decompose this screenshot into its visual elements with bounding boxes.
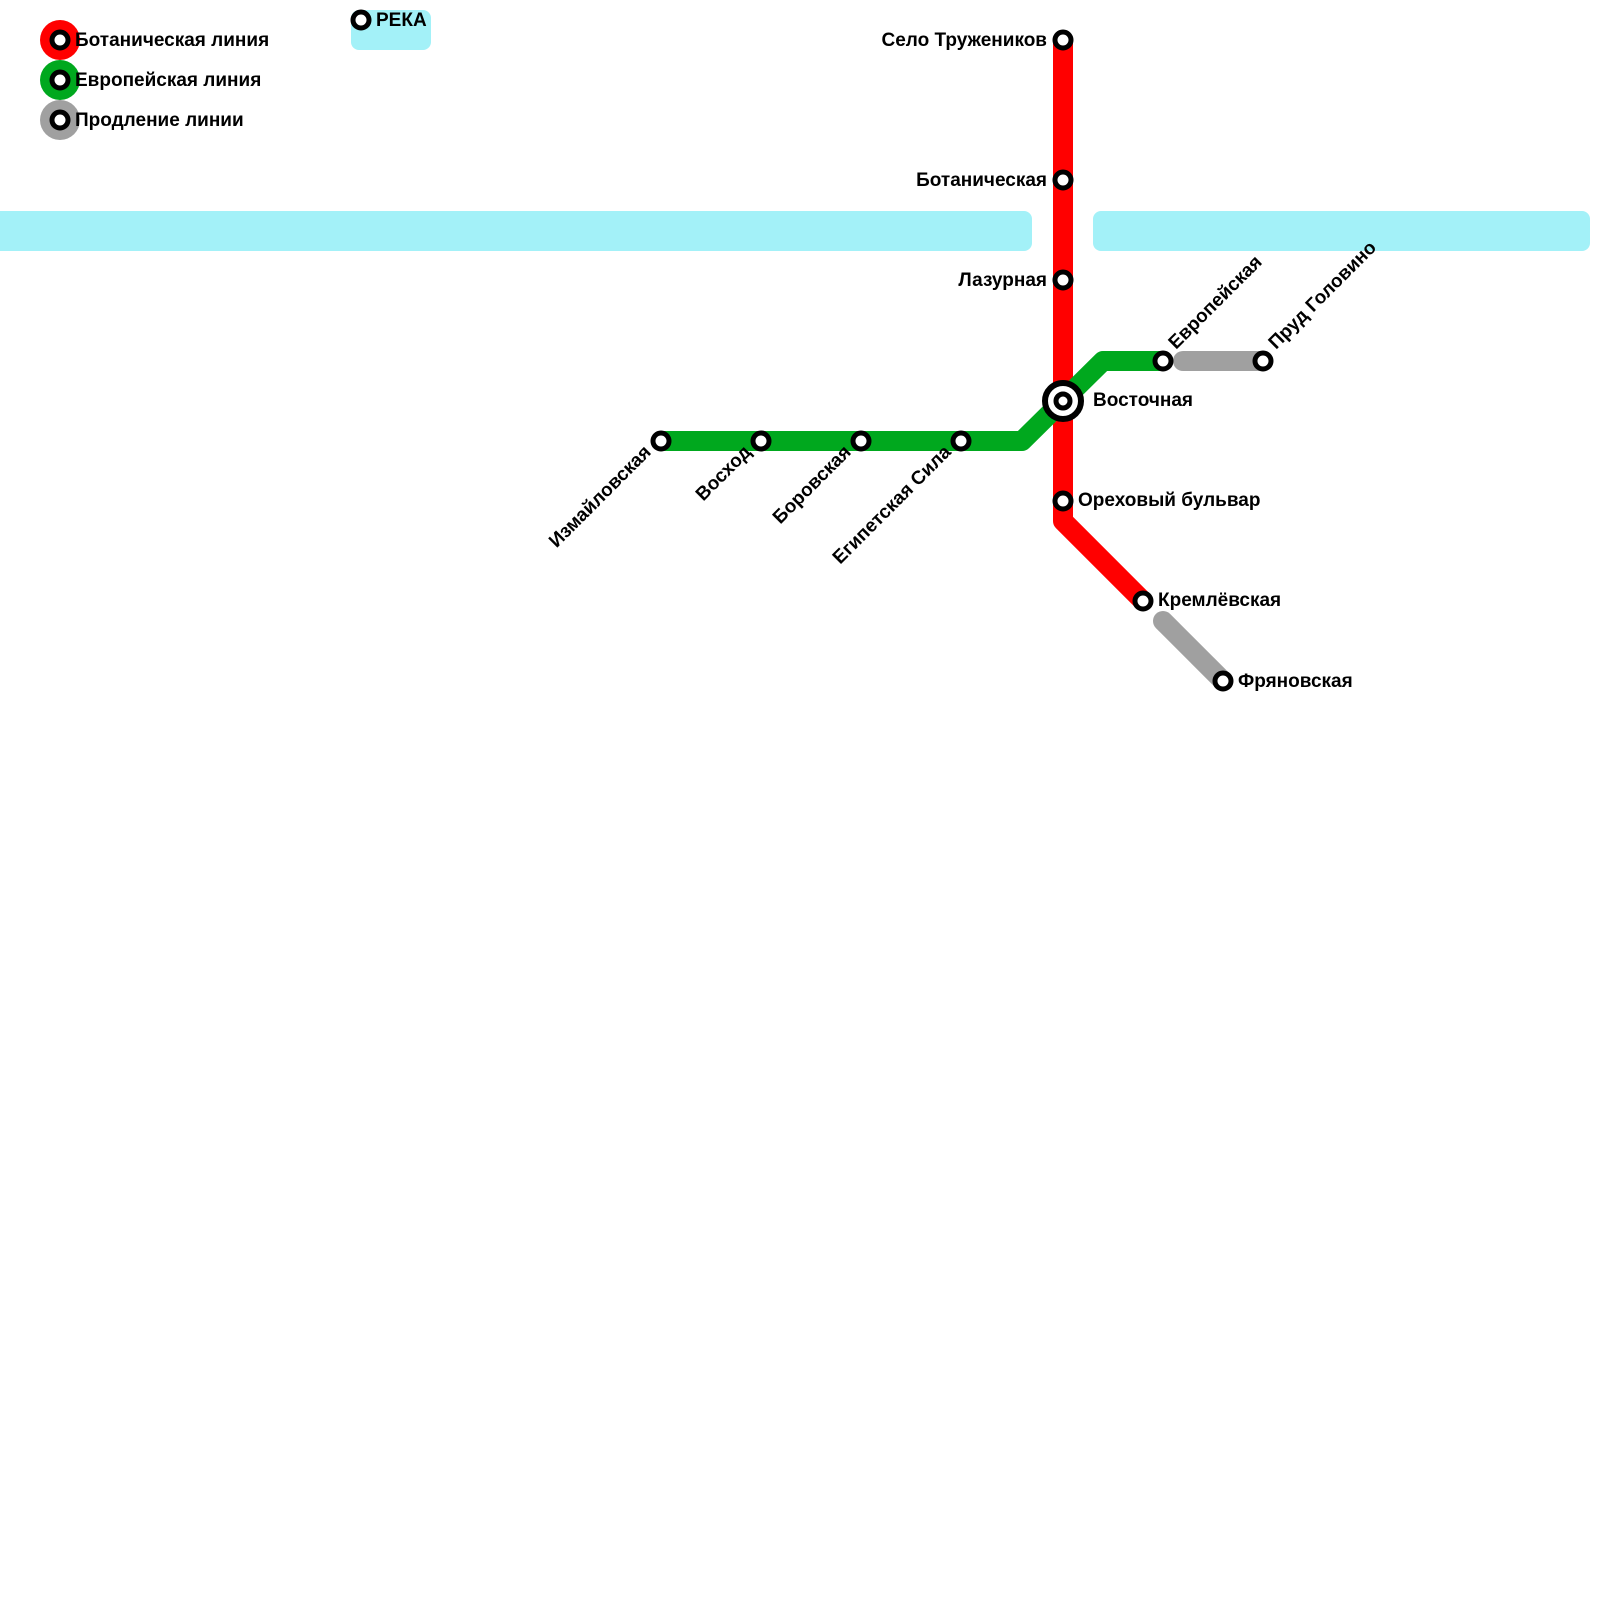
station-label: Село Тружеников bbox=[881, 30, 1047, 51]
station-selo[interactable]: Село Тружеников bbox=[881, 29, 1074, 51]
station-icon bbox=[49, 69, 71, 91]
station-prud[interactable]: Пруд Головино bbox=[1252, 237, 1381, 372]
legend-label: Продление линии bbox=[75, 110, 244, 131]
legend-item-botanical: Ботаническая линия bbox=[40, 20, 269, 60]
station-label: Лазурная bbox=[958, 270, 1047, 291]
station-label: Пруд Головино bbox=[1265, 237, 1381, 353]
river-east bbox=[1093, 211, 1590, 251]
legend-item-extension: Продление линии bbox=[40, 100, 244, 140]
legend-label: Европейская линия bbox=[75, 70, 261, 91]
station-botanicheskaya[interactable]: Ботаническая bbox=[916, 169, 1074, 191]
red-line bbox=[1053, 40, 1151, 609]
station-icon bbox=[950, 430, 972, 452]
river-west bbox=[0, 211, 1032, 251]
station-label: Кремлёвская bbox=[1158, 590, 1281, 611]
station-icon bbox=[750, 430, 772, 452]
station-label: Восход bbox=[692, 442, 756, 506]
station-label: Европейская bbox=[1165, 252, 1267, 354]
green-line bbox=[661, 351, 1163, 451]
legend: Ботаническая линия Европейская линия Про… bbox=[40, 9, 431, 140]
station-icon bbox=[1052, 490, 1074, 512]
station-icon bbox=[1212, 670, 1234, 692]
station-icon bbox=[49, 29, 71, 51]
station-label: Боровская bbox=[769, 442, 856, 529]
station-icon bbox=[1132, 590, 1154, 612]
station-icon bbox=[850, 430, 872, 452]
station-icon bbox=[1052, 169, 1074, 191]
station-orekhovy[interactable]: Ореховый бульвар bbox=[1052, 490, 1260, 512]
station-izmaylovskaya[interactable]: Измайловская bbox=[545, 430, 672, 552]
station-lazurnaya[interactable]: Лазурная bbox=[958, 269, 1074, 291]
station-label: Фряновская bbox=[1238, 671, 1353, 692]
station-icon bbox=[1252, 350, 1274, 372]
legend-item-river: РЕКА bbox=[350, 9, 431, 50]
station-icon bbox=[1152, 350, 1174, 372]
station-icon bbox=[49, 109, 71, 131]
station-label: Ботаническая bbox=[916, 170, 1047, 191]
station-vostochnaya[interactable]: Восточная bbox=[1042, 380, 1193, 422]
station-kremlyovskaya[interactable]: Кремлёвская bbox=[1132, 590, 1281, 612]
legend-item-european: Европейская линия bbox=[40, 60, 261, 100]
station-icon bbox=[1052, 269, 1074, 291]
station-label: Измайловская bbox=[545, 442, 655, 552]
station-label: Ореховый бульвар bbox=[1078, 490, 1260, 511]
station-icon bbox=[1052, 29, 1074, 51]
station-icon bbox=[1053, 391, 1073, 411]
legend-label: Ботаническая линия bbox=[75, 30, 269, 51]
extension-south bbox=[1153, 611, 1233, 691]
station-icon bbox=[650, 430, 672, 452]
station-label: Восточная bbox=[1093, 390, 1193, 411]
legend-label: РЕКА bbox=[376, 10, 427, 31]
station-icon bbox=[350, 9, 372, 31]
station-fryanovskaya[interactable]: Фряновская bbox=[1212, 670, 1353, 692]
